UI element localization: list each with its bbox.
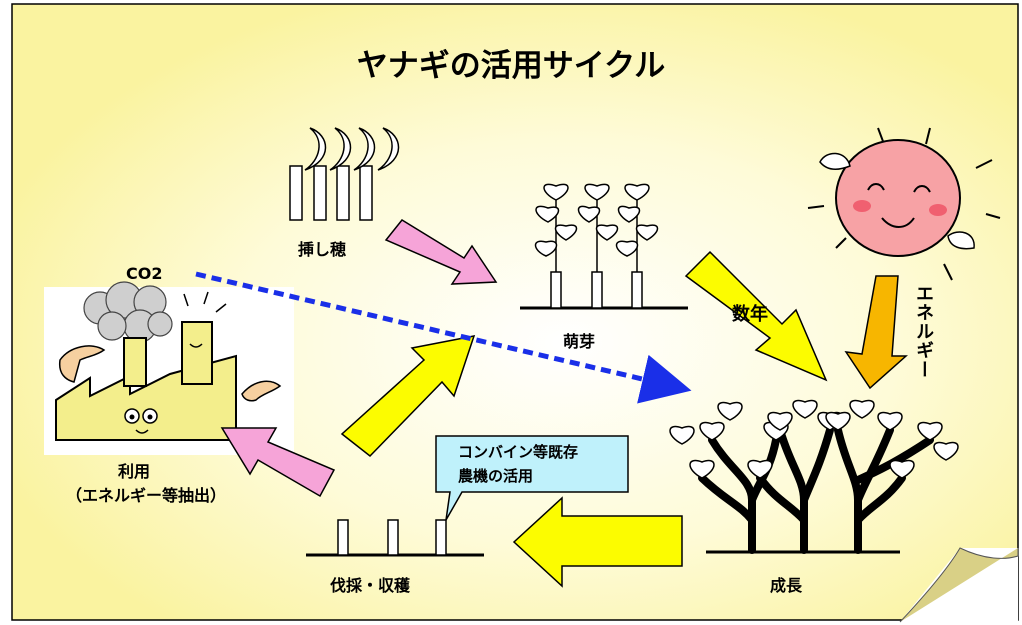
arrow-cutting-to-sprout xyxy=(384,219,498,285)
arrow-harvest-to-sprout xyxy=(340,335,476,458)
label-energy: エネルギー xyxy=(913,284,934,379)
sun-character-icon xyxy=(807,127,1001,281)
callout-text: コンバイン等既存 農機の活用 xyxy=(458,440,578,488)
grown-tree-icon xyxy=(669,399,959,554)
label-use: 利用 xyxy=(118,462,151,481)
diagram-title: ヤナギの活用サイクル xyxy=(356,48,666,84)
label-sprouting: 萌芽 xyxy=(563,332,596,351)
label-co2: CO2 xyxy=(126,264,163,283)
factory-illustration xyxy=(44,281,294,455)
label-harvest: 伐採・収穫 xyxy=(330,576,411,595)
label-cutting: 挿し穂 xyxy=(298,240,347,259)
sprout-icon xyxy=(520,183,688,310)
arrow-sprout-to-growth xyxy=(684,250,828,382)
callout-line-1: コンバイン等既存 xyxy=(458,443,579,461)
callout-bubble xyxy=(435,435,629,521)
harvest-stumps-icon xyxy=(306,519,484,557)
cutting-icon xyxy=(289,127,400,221)
co2-flow-line xyxy=(195,271,692,404)
arrow-energy xyxy=(844,275,908,390)
arrow-growth-to-harvest xyxy=(512,496,683,588)
label-years: 数年 xyxy=(732,304,768,325)
label-use-detail: （エネルギー等抽出） xyxy=(66,486,227,505)
callout-line-2: 農機の活用 xyxy=(458,467,534,485)
arrow-harvest-to-use xyxy=(220,427,336,498)
label-growth: 成長 xyxy=(770,576,803,595)
page-curl-fold xyxy=(899,547,1019,623)
